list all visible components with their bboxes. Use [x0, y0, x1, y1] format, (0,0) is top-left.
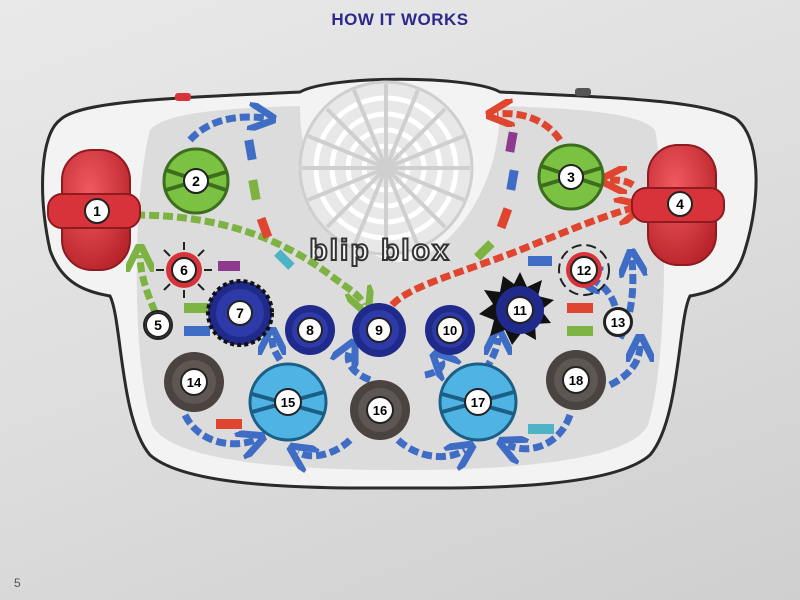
svg-text:15: 15 — [281, 395, 295, 410]
badge-9: 9 — [366, 317, 392, 343]
badge-4: 4 — [667, 191, 693, 217]
arrow-18-17 — [508, 413, 574, 449]
arrow-14-15 — [181, 413, 255, 444]
svg-text:11: 11 — [513, 303, 527, 318]
arrow-9-4 — [389, 208, 633, 308]
arrow-18-right — [608, 345, 640, 389]
page-title: HOW IT WORKS — [331, 10, 469, 29]
arrow-16-9 — [348, 350, 372, 384]
badge-1: 1 — [84, 198, 110, 224]
svg-text:14: 14 — [187, 375, 202, 390]
badge-5: 5 — [145, 312, 171, 338]
svg-text:8: 8 — [306, 322, 314, 338]
svg-text:6: 6 — [180, 262, 188, 278]
svg-text:17: 17 — [471, 395, 485, 410]
svg-text:3: 3 — [567, 169, 575, 185]
badge-11: 11 — [506, 296, 534, 324]
svg-text:16: 16 — [373, 403, 387, 418]
arrow-4-3 — [610, 180, 635, 185]
svg-text:2: 2 — [192, 173, 200, 189]
page-number: 5 — [14, 576, 21, 590]
top-left-button — [175, 93, 191, 101]
arrow-3-top — [497, 114, 563, 143]
svg-text:10: 10 — [443, 323, 457, 338]
badge-10: 10 — [436, 316, 464, 344]
badge-16: 16 — [366, 396, 394, 424]
arrow-15-8 — [272, 338, 280, 362]
svg-text:7: 7 — [236, 305, 244, 321]
svg-text:5: 5 — [154, 317, 162, 333]
arrow-5-6 — [140, 255, 159, 314]
badge-12: 12 — [570, 256, 598, 284]
arrow-1-9 — [134, 211, 364, 305]
svg-text:4: 4 — [676, 196, 684, 212]
device-logo: blip blox — [309, 234, 450, 267]
badge-2: 2 — [183, 168, 209, 194]
svg-text:9: 9 — [375, 322, 383, 338]
badge-14: 14 — [180, 368, 208, 396]
svg-text:13: 13 — [611, 315, 625, 330]
arrow-10-17 — [424, 360, 442, 375]
number-badges: 1 2 3 4 5 6 7 8 9 10 11 12 13 14 15 16 1… — [84, 164, 693, 424]
indicator-bars — [184, 131, 593, 434]
badge-18: 18 — [562, 366, 590, 394]
speaker-grill — [298, 80, 474, 256]
svg-text:1: 1 — [93, 203, 101, 219]
svg-text:12: 12 — [577, 263, 591, 278]
badge-7: 7 — [227, 300, 253, 326]
badge-13: 13 — [604, 308, 632, 336]
badge-17: 17 — [464, 388, 492, 416]
svg-text:18: 18 — [569, 373, 583, 388]
badge-6: 6 — [171, 257, 197, 283]
arrow-2-top — [187, 117, 265, 143]
badge-15: 15 — [274, 388, 302, 416]
badge-3: 3 — [558, 164, 584, 190]
badge-8: 8 — [297, 317, 323, 343]
arrow-16-15 — [298, 437, 353, 456]
arrow-16-17 — [395, 437, 465, 457]
top-right-button — [575, 88, 591, 96]
